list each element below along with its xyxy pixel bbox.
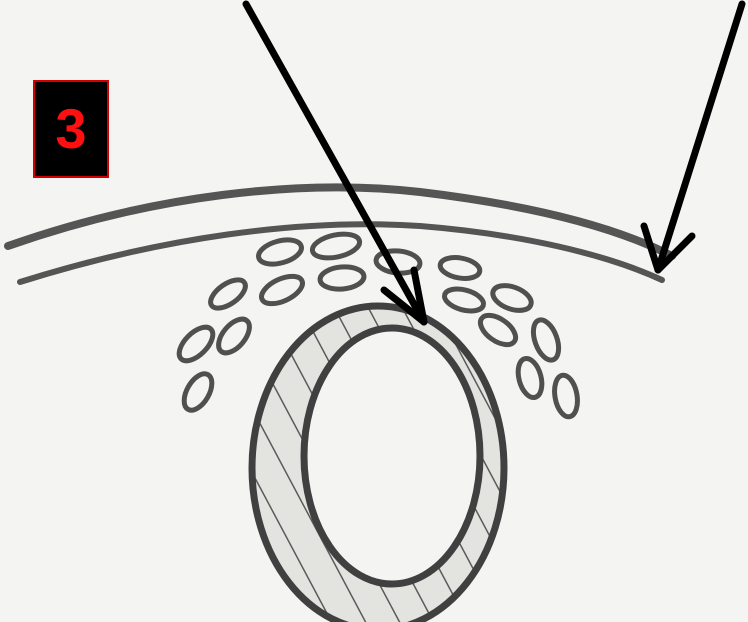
cell-oval [319, 265, 365, 291]
cell-oval [178, 369, 217, 415]
cell-oval [439, 255, 482, 282]
cell-oval [310, 230, 362, 261]
step-number-badge: 3 [33, 80, 109, 178]
cell-oval [528, 317, 563, 364]
vessel [240, 290, 520, 622]
step-number: 3 [55, 101, 86, 157]
cell-oval [173, 321, 218, 366]
cell-oval [552, 373, 581, 418]
arrow-right-shaft [658, 4, 742, 270]
cell-oval [256, 236, 304, 269]
vessel-lumen [304, 328, 480, 584]
arrow-left-shaft [246, 4, 424, 322]
